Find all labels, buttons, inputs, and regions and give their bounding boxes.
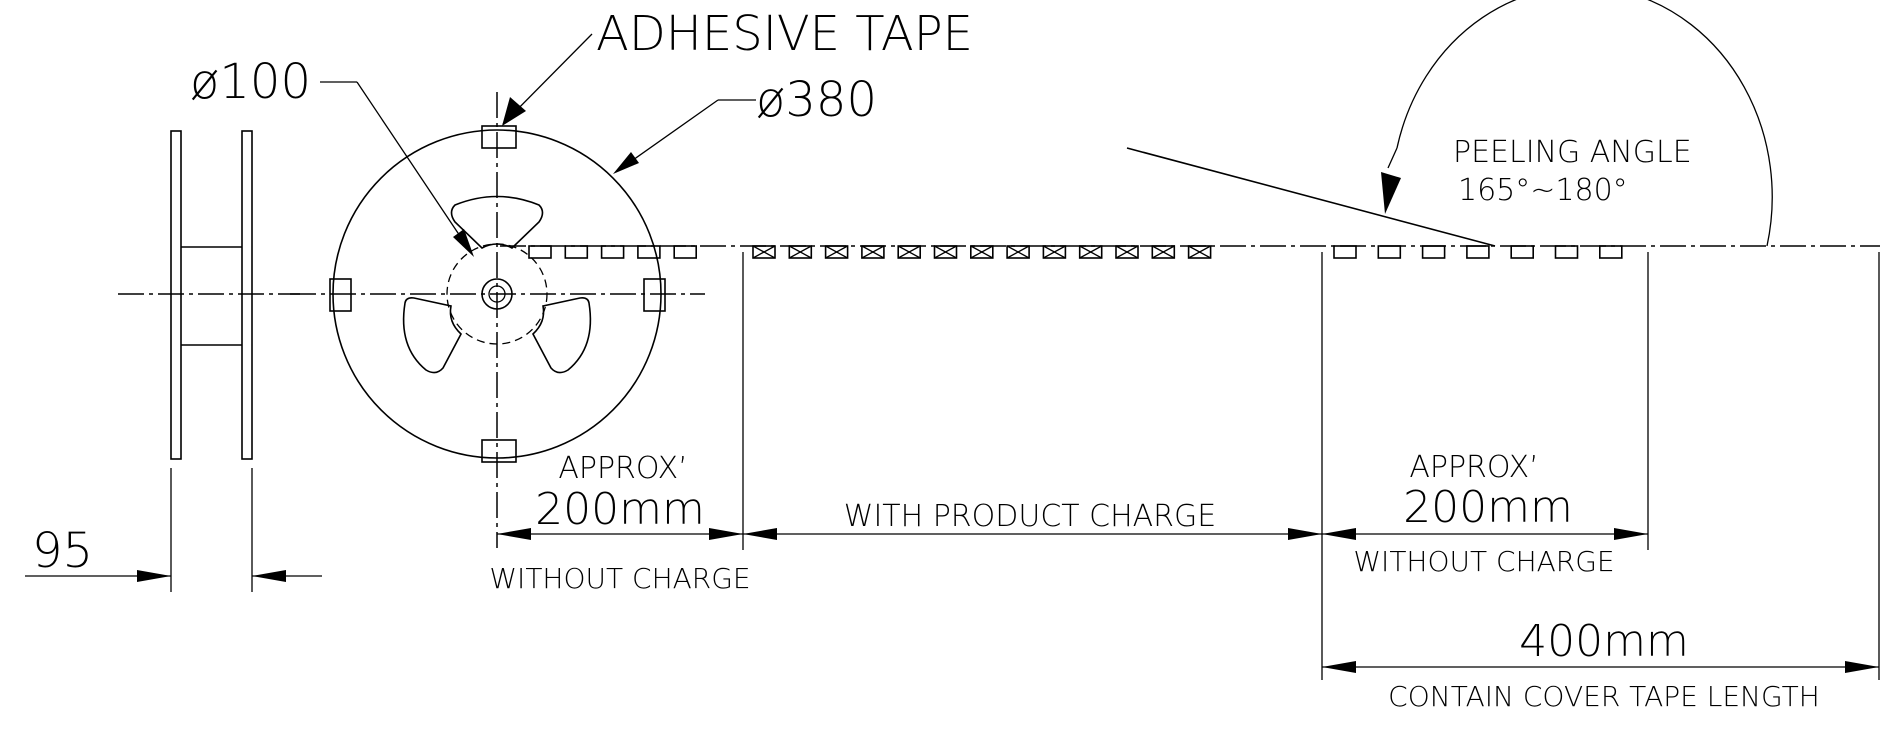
leader-line <box>356 81 473 255</box>
product-pocket <box>969 245 994 259</box>
leader-approx-label: APPROX’ <box>558 451 687 486</box>
empty-pocket <box>1510 245 1534 259</box>
arrowhead <box>1845 661 1879 673</box>
reel-window-top <box>450 195 544 249</box>
arrowhead <box>1614 528 1648 540</box>
product-pocket <box>788 245 813 259</box>
component-mark <box>1188 245 1211 259</box>
product-pocket <box>861 245 885 259</box>
component-mark <box>1079 245 1103 259</box>
trailer-approx-label: APPROX’ <box>1409 450 1538 485</box>
adhesive-tape-top <box>481 125 517 149</box>
empty-pocket <box>1599 245 1623 259</box>
cover-tape-dimension: 400mm CONTAIN COVER TAPE LENGTH <box>1322 616 1879 713</box>
trailer-dimension: APPROX’ 200mm WITHOUT CHARGE <box>1322 450 1648 578</box>
arrowhead <box>137 570 171 582</box>
arrowhead <box>743 528 777 540</box>
arrowhead <box>497 528 531 540</box>
product-pocket <box>1042 245 1067 259</box>
product-pocket <box>824 245 849 259</box>
product-pocket <box>1078 245 1103 259</box>
component-mark <box>970 245 994 259</box>
arrowhead <box>613 152 639 174</box>
peeled-cover-tape <box>1126 147 1496 247</box>
cover-note-label: CONTAIN COVER TAPE LENGTH <box>1388 680 1820 713</box>
peeling-angle-arc <box>1396 0 1773 247</box>
empty-pocket <box>564 245 589 259</box>
reel-width-label: 95 <box>32 523 93 579</box>
empty-pocket <box>673 245 698 259</box>
peeling-angle-arc <box>1387 147 1398 169</box>
leader-note-label: WITHOUT CHARGE <box>489 562 750 595</box>
component-mark <box>934 245 957 259</box>
reel-flange-left <box>170 130 182 460</box>
component-mark <box>1115 245 1139 259</box>
arrowhead <box>252 570 286 582</box>
arrowhead <box>453 229 474 257</box>
component-mark <box>861 245 885 259</box>
adhesive-tape-right <box>643 278 666 312</box>
product-pocket <box>897 245 922 259</box>
adhesive-tape-callout: ADHESIVE TAPE <box>502 6 973 126</box>
reel-flange-right <box>241 130 253 460</box>
arrowhead <box>1381 172 1401 214</box>
empty-pocket <box>1421 245 1446 259</box>
arrowhead <box>1322 528 1356 540</box>
component-mark <box>752 245 776 259</box>
leader-length-label: 200mm <box>535 484 705 535</box>
empty-pocket <box>1554 245 1579 259</box>
leader-dimension: APPROX’ 200mm WITHOUT CHARGE <box>489 451 750 595</box>
reel-window-lower-left <box>402 297 462 374</box>
product-pocket <box>1187 245 1212 259</box>
adhesive-tape-left <box>329 278 352 312</box>
component-mark <box>1151 245 1175 259</box>
empty-pocket <box>637 245 661 259</box>
component-mark <box>825 245 848 259</box>
peeling-angle-range: 165°~180° <box>1458 173 1628 208</box>
peeling-angle-title: PEELING ANGLE <box>1453 135 1692 170</box>
arrowhead <box>502 97 526 126</box>
reel-side-view <box>118 130 300 460</box>
tape-pockets <box>528 245 1623 259</box>
empty-pocket <box>1377 245 1402 259</box>
component-mark <box>1043 245 1066 259</box>
component-mark <box>1006 245 1030 259</box>
arrowhead <box>709 528 743 540</box>
arrowhead <box>1288 528 1322 540</box>
peeling-angle: PEELING ANGLE 165°~180° <box>1126 0 1773 247</box>
product-pocket <box>933 245 958 259</box>
hub-diameter-label: ø100 <box>190 54 311 110</box>
adhesive-tape-bottom <box>481 439 517 463</box>
product-note-label: WITH PRODUCT CHARGE <box>844 499 1216 534</box>
empty-pocket <box>1466 245 1490 259</box>
arrowhead <box>1322 661 1356 673</box>
trailer-length-label: 200mm <box>1403 482 1573 533</box>
product-dimension: WITH PRODUCT CHARGE <box>743 499 1322 540</box>
product-pocket <box>1115 245 1139 259</box>
trailer-note-label: WITHOUT CHARGE <box>1353 545 1614 578</box>
product-pocket <box>752 245 776 259</box>
product-pocket <box>1006 245 1030 259</box>
reel-front-view <box>290 92 705 548</box>
hub-diameter-callout: ø100 <box>190 54 474 257</box>
reel-diameter-label: ø380 <box>756 72 877 128</box>
empty-pocket <box>1333 245 1357 259</box>
reel-window-lower-right <box>532 297 592 374</box>
cover-length-label: 400mm <box>1519 616 1689 667</box>
component-mark <box>788 245 812 259</box>
empty-pocket <box>600 245 625 259</box>
empty-pocket <box>528 245 552 259</box>
adhesive-tape-label: ADHESIVE TAPE <box>596 6 973 62</box>
component-mark <box>897 245 921 259</box>
carrier-tape <box>500 245 1880 259</box>
product-pocket <box>1151 245 1176 259</box>
reel-diameter-callout: ø380 <box>613 72 877 174</box>
reel-width-dimension: 95 <box>25 468 322 592</box>
